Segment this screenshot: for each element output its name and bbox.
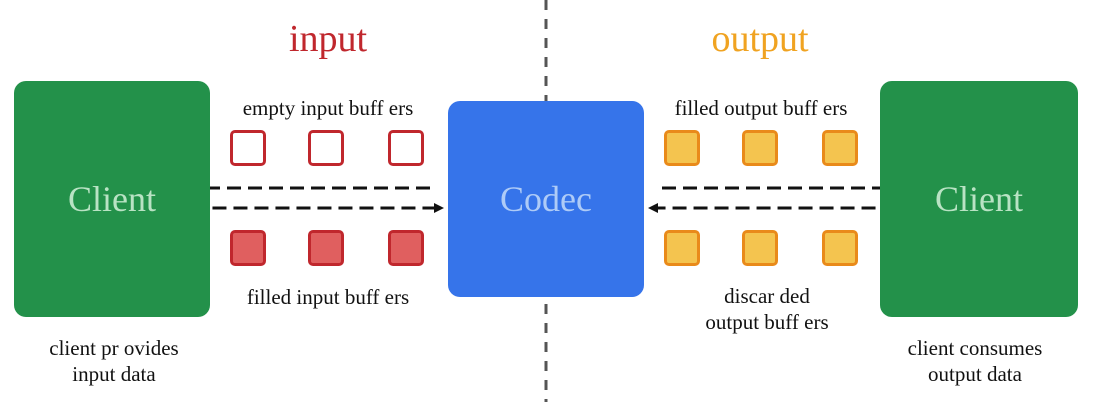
empty-input-buffer (308, 130, 344, 166)
discarded-line1: discar ded (724, 284, 810, 308)
right-caption-line1: client consumes (907, 336, 1043, 360)
empty-input-buffers-label: empty input buff ers (242, 96, 414, 120)
right-client-block: Client (880, 81, 1078, 317)
discarded-output-buffer (822, 230, 858, 266)
left-client-caption: client pr ovides input data (14, 335, 214, 387)
empty-input-buffer (230, 130, 266, 166)
output-heading: output (711, 18, 809, 60)
filled-output-buffer (664, 130, 700, 166)
filled-input-buffer (230, 230, 266, 266)
output-flow-arrow (648, 186, 912, 213)
filled-output-buffers-label: filled output buff ers (674, 96, 848, 120)
left-client-block: Client (14, 81, 210, 317)
left-caption-line2: input data (72, 362, 156, 386)
filled-output-buffer (822, 130, 858, 166)
input-heading: input (288, 18, 368, 60)
filled-input-buffer (388, 230, 424, 266)
discarded-output-buffer (664, 230, 700, 266)
codec-label: Codec (500, 179, 592, 219)
right-client-label: Client (935, 179, 1023, 219)
left-caption-line1: client pr ovides (49, 336, 179, 360)
input-flow-arrow (178, 186, 444, 213)
filled-input-buffer (308, 230, 344, 266)
right-caption-line2: output data (928, 362, 1022, 386)
codec-block: Codec (448, 101, 644, 297)
filled-input-buffers-label: filled input buff ers (246, 285, 410, 309)
discarded-line2: output buff ers (705, 310, 829, 334)
left-client-label: Client (68, 179, 156, 219)
discarded-output-buffers-label: discar ded output buff ers (652, 283, 882, 335)
empty-input-buffer (388, 130, 424, 166)
right-client-caption: client consumes output data (875, 335, 1075, 387)
filled-output-buffer (742, 130, 778, 166)
discarded-output-buffer (742, 230, 778, 266)
